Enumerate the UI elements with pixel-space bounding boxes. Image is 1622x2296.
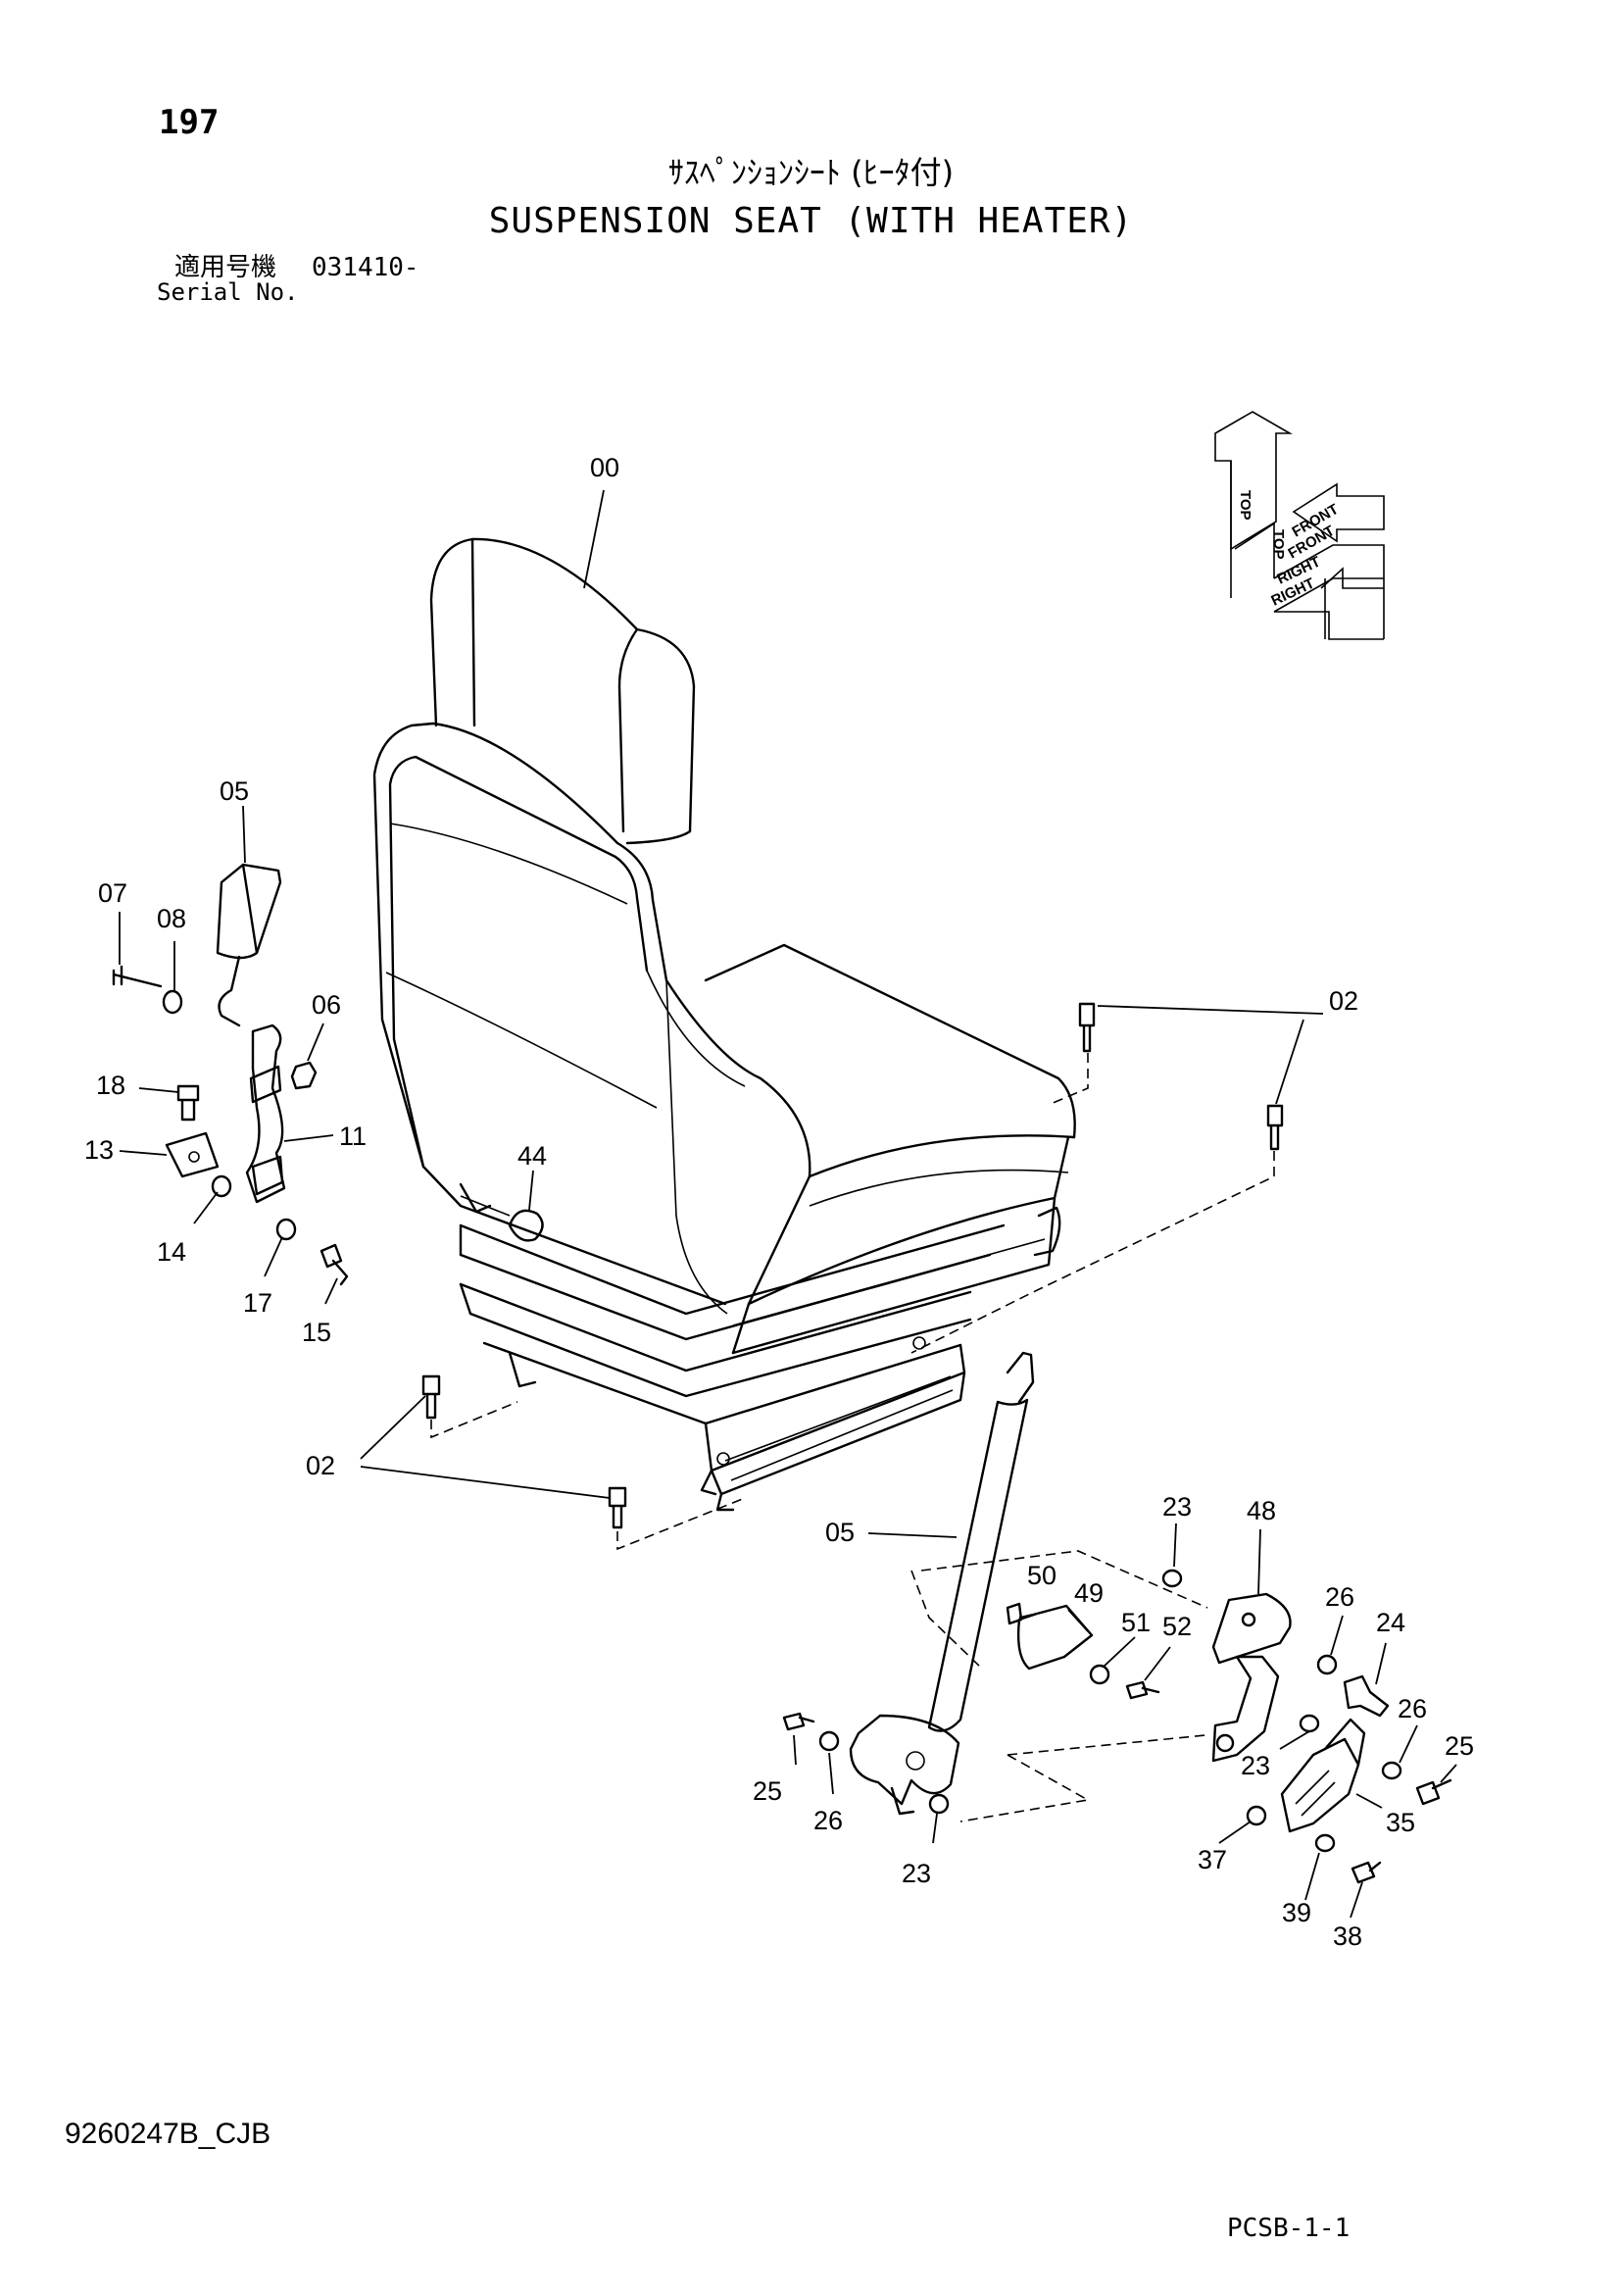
- bolts-part-02: [421, 1002, 1284, 1551]
- callout-38: 38: [1333, 1922, 1362, 1951]
- callout-06: 06: [312, 990, 341, 1020]
- callout-51: 51: [1121, 1608, 1151, 1637]
- callout-23-top: 23: [1162, 1492, 1192, 1522]
- callout-26-right: 26: [1398, 1694, 1427, 1723]
- callout-08: 08: [157, 904, 186, 933]
- callout-50: 50: [1027, 1561, 1057, 1590]
- callout-35: 35: [1386, 1808, 1415, 1837]
- page-number: 197: [159, 103, 220, 142]
- callout-00: 00: [590, 453, 619, 482]
- callout-37: 37: [1198, 1845, 1227, 1874]
- left-belt-assembly: [112, 863, 349, 1286]
- callout-39: 39: [1282, 1898, 1311, 1927]
- orientation-indicator: TOP TOP FRONT FRONT RIGHT RIGHT: [1214, 411, 1385, 640]
- orientation-top-label: TOP: [1237, 490, 1253, 521]
- callout-23-middle: 23: [1241, 1751, 1270, 1780]
- callout-44: 44: [517, 1141, 547, 1171]
- serial-label-english: Serial No.: [157, 278, 299, 306]
- title-japanese: ｻｽﾍﾟﾝｼｮﾝｼｰﾄ (ﾋｰﾀ付): [667, 154, 955, 191]
- callout-52: 52: [1162, 1612, 1192, 1641]
- callout-24: 24: [1376, 1608, 1405, 1637]
- callout-11: 11: [339, 1122, 367, 1151]
- callout-13: 13: [84, 1135, 114, 1165]
- serial-label-japanese: 適用号機: [174, 253, 277, 282]
- leader-lines: [119, 489, 1457, 1919]
- callout-25-left: 25: [753, 1776, 782, 1806]
- callout-25-right: 25: [1445, 1731, 1474, 1761]
- callout-17: 17: [243, 1288, 272, 1318]
- callout-02-left: 02: [306, 1451, 335, 1480]
- callout-15: 15: [302, 1318, 331, 1347]
- callout-05-right: 05: [825, 1518, 855, 1547]
- callout-02-right: 02: [1329, 986, 1358, 1016]
- orientation-top-label-2: TOP: [1270, 529, 1287, 560]
- lever-part-44: [460, 1195, 544, 1242]
- callout-18: 18: [96, 1071, 125, 1100]
- callout-49: 49: [1074, 1578, 1104, 1608]
- seat-assembly: [372, 537, 1076, 1512]
- serial-number: 031410-: [312, 253, 419, 282]
- callout-26-bottom: 26: [813, 1806, 843, 1835]
- drawing-number: 9260247B_CJB: [65, 2118, 271, 2150]
- right-belt-assembly: [782, 1351, 1452, 1884]
- callout-07: 07: [98, 878, 127, 908]
- callout-23-bottom: 23: [902, 1859, 931, 1888]
- callout-26-top: 26: [1325, 1582, 1354, 1612]
- callout-05-left: 05: [220, 776, 249, 806]
- callout-14: 14: [157, 1237, 186, 1267]
- page-code: PCSB-1-1: [1227, 2214, 1351, 2243]
- callout-numbers: 00 05 07 08 06 18 11 13 14 17 15 44 02 0…: [84, 453, 1474, 1951]
- title-english: SUSPENSION SEAT (WITH HEATER): [488, 201, 1134, 241]
- callout-48: 48: [1247, 1496, 1276, 1525]
